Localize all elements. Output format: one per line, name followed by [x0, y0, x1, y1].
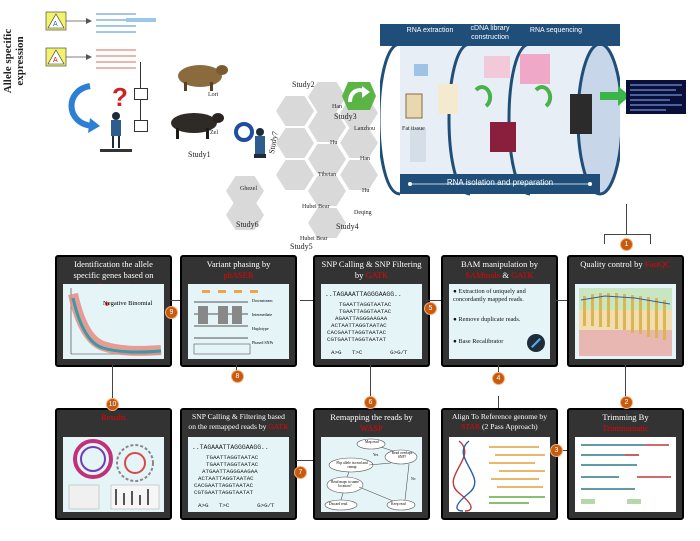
negative-binomial-scatter — [68, 288, 162, 356]
breed-label-6: Hu — [362, 188, 370, 194]
wasp-node-flip-allele: Flip allele in read and remap — [336, 461, 368, 469]
cdna-library-label: cDNA library construction — [470, 25, 510, 41]
green-right-arrow-icon — [600, 86, 630, 106]
panel-trimming: Trimming By Trimmomatic — [567, 408, 684, 520]
step-badge-6: 6 — [364, 396, 377, 409]
fastqc-quality-chart — [579, 288, 672, 356]
remap-read-4: ACTAATTAGGTAATAC — [198, 475, 254, 482]
green-forward-arrow-icon — [342, 82, 376, 110]
study4-label: Study4 — [336, 222, 359, 231]
breed-label-3: Hu — [330, 140, 338, 146]
curved-arrow-icon — [68, 83, 93, 129]
rna-sequencing-label: RNA sequencing — [529, 27, 583, 34]
study3-label: Study3 — [334, 112, 357, 121]
breed-label-9: Deqing — [354, 210, 372, 216]
step-badge-1: 1 — [620, 238, 633, 251]
breed-label-1: Han — [332, 104, 342, 110]
wasp-yes-label: Yes — [373, 453, 379, 457]
fat-tissue-label: Fat tissue — [402, 126, 425, 132]
snp-read-1: TGAATTAGGTAATAC — [339, 301, 392, 308]
snp-read-4: ACTAATTAGGTAATAC — [331, 322, 387, 329]
remap-read-1: TGAATTAGGTAATAC — [206, 454, 259, 461]
study1-top-breed: Lori — [208, 92, 219, 98]
negative-binomial-legend: Negative Binomial — [103, 300, 153, 307]
remap-allele-changes: A>G T>C G>G/T — [198, 502, 275, 509]
breed-label-5: Tibetan — [318, 172, 337, 178]
rna-isolation-label: RNA isolation and preparation — [446, 178, 554, 187]
allele-expression-diagram: A A — [45, 11, 156, 69]
wrench-icon — [527, 334, 545, 352]
thinking-person-illustration: ? — [68, 82, 132, 152]
study6-label: Study6 — [236, 220, 259, 229]
snp-reference-sequence: ..TAGAAATTAGGGAAGG.. — [325, 291, 402, 298]
phasing-label-1: Downstream — [252, 298, 273, 303]
step-badge-4: 4 — [492, 372, 505, 385]
snp-read-6: CGTGAATTAGGTAATAT — [327, 336, 387, 343]
breed-label-10: Hubei Bear — [300, 236, 328, 242]
panel-snp-remapped: SNP Calling & Filtering based on the rem… — [180, 408, 297, 520]
sequence-reads-screen — [626, 80, 686, 114]
study1-bottom-breed: Zel — [210, 130, 218, 136]
wasp-node-discard: Discard read — [329, 502, 348, 506]
panel-results: Results — [55, 408, 172, 520]
researcher-magnifier-icon — [234, 122, 266, 158]
bam-bullet-2: ● Remove duplicate reads. — [453, 316, 521, 323]
phasing-label-4: Phased SNPs — [252, 340, 274, 345]
snp-read-3: AGAATTAGGGAAGAA — [335, 315, 388, 322]
breed-label-4: Han — [360, 156, 370, 162]
wasp-no-label: No — [411, 477, 416, 481]
wasp-node-keep: Keep read — [391, 502, 406, 506]
bam-bullet-1: ● Extraction of uniquely and concordantl… — [453, 288, 526, 303]
rna-extraction-label: RNA extraction — [406, 27, 454, 34]
study2-label: Study2 — [292, 80, 315, 89]
svg-text:A: A — [53, 21, 58, 28]
breed-label-8: Hubei Bear — [302, 204, 330, 210]
phasing-label-2: Intermediate — [252, 312, 273, 317]
step-badge-3: 3 — [550, 444, 563, 457]
wasp-node-overlaps-snp: Read overlaps SNP? — [391, 451, 413, 459]
step-badge-5: 5 — [424, 302, 437, 315]
breed-label-7: Ghezel — [240, 186, 257, 192]
panel-quality-control: Quality control by FastQC — [567, 255, 684, 367]
svg-text:A: A — [53, 57, 58, 64]
allele-specific-expression-title: Allele specific expression — [2, 28, 26, 94]
panel-variant-phasing: Variant phasing by phASER Downstream Int… — [180, 255, 297, 367]
snp-read-5: CACGAATTAGGTAATAC — [327, 329, 387, 336]
wasp-node-map-read: Map read — [365, 440, 379, 444]
step-badge-2: 2 — [620, 396, 633, 409]
wasp-flowchart — [324, 438, 418, 511]
panel-bam-manipulation: BAM manipulation by SAMtools & GATK ● Ex… — [441, 255, 558, 367]
study5-label: Study5 — [290, 242, 313, 251]
results-circos-plot — [68, 439, 160, 510]
step-badge-9: 9 — [165, 306, 178, 319]
zel-sheep-image — [164, 108, 226, 140]
snp-allele-changes: A>G T>C G>G/T — [331, 349, 408, 356]
rna-pipeline-cylinder — [377, 24, 624, 200]
snp-read-2: TGAATTAGGTAATAC — [339, 308, 392, 315]
remap-reference-sequence: ..TAGAAATTAGGGAAGG.. — [192, 444, 269, 451]
step-badge-10: 10 — [106, 398, 119, 411]
panel-allele-specific-genes: Identification the allele specific genes… — [55, 255, 172, 367]
remap-read-3: ATGAATTAGGGAAGAA — [202, 468, 258, 475]
panel-snp-calling: SNP Calling & SNP Filtering by GATK ..TA… — [313, 255, 430, 367]
trimming-diagram — [581, 444, 671, 504]
panel-remapping-wasp: Remapping the reads by WASP Map read Rea… — [313, 408, 430, 520]
phasing-label-3: Haplotype — [252, 326, 269, 331]
svg-text:?: ? — [112, 82, 128, 112]
study1-label: Study1 — [188, 150, 211, 159]
lori-sheep-image — [170, 60, 228, 92]
wasp-node-same-location: Read maps to same location? — [331, 480, 359, 488]
bam-bullet-3: ● Base Recalibrator — [453, 338, 504, 345]
phasing-diagram — [193, 290, 258, 355]
step-badge-7: 7 — [294, 466, 307, 479]
remap-read-2: TGAATTAGGTAATAC — [206, 461, 259, 468]
breed-label-2: Lanzhou — [354, 126, 375, 132]
remap-read-5: CACGAATTAGGTAATAC — [194, 482, 254, 489]
remap-read-6: CGTGAATTAGGTAATAT — [194, 489, 254, 496]
panel-align-star: Align To Reference genome by STAR (2 Pas… — [441, 408, 558, 520]
step-badge-8: 8 — [231, 370, 244, 383]
alignment-diagram — [452, 440, 545, 512]
